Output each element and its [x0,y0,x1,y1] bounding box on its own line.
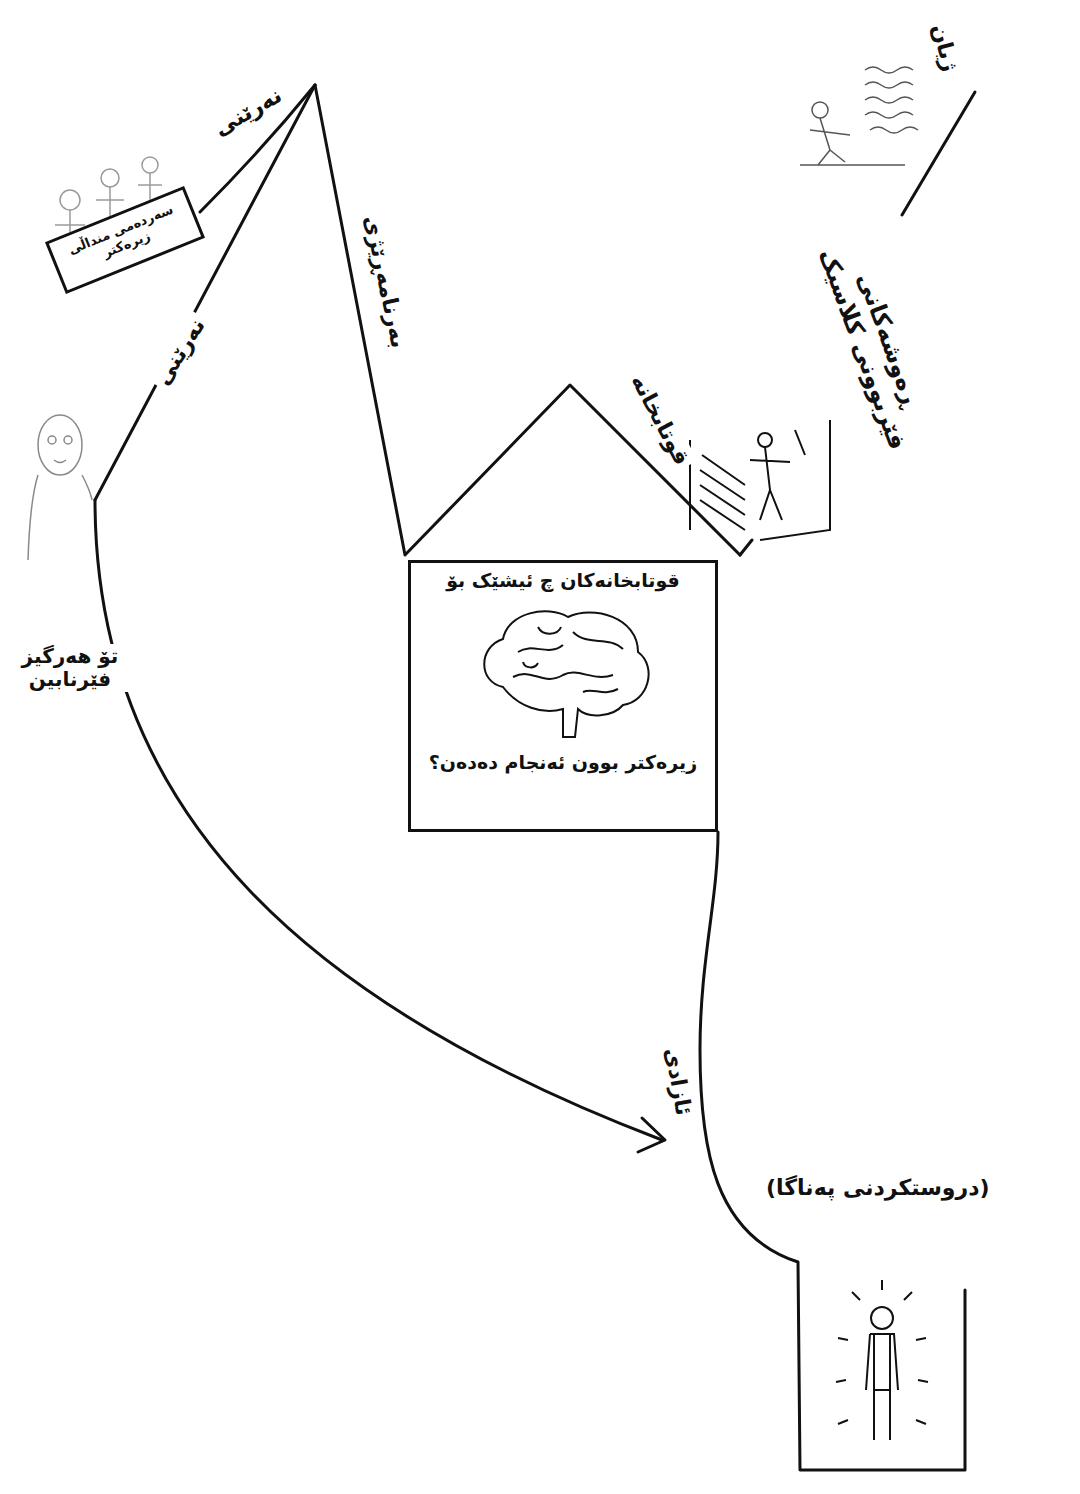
school-picture [690,420,830,540]
path-label: ئازادی [658,1042,698,1122]
question-box: قوتابخانەکان چ ئیشێک بۆ زیرەکتر بوون ئەنج… [408,560,718,832]
path-label: بەرنامەڕێژی [357,209,413,354]
path-label: قوتابخانە [623,366,697,473]
life-picture [800,67,918,165]
box-text: زیرەکتر بوون ئەنجام دەدەن؟ [419,751,707,775]
roof-path [315,85,740,555]
path-label: تۆ هەرگیز فێرنابین [1,644,139,692]
arrow-head [638,1118,665,1152]
box-text: قوتابخانەکان چ ئیشێک بۆ [419,569,707,593]
note-label: (دروستکردنی پەناگا) [762,1174,993,1201]
path-label: نەرێنی [206,79,290,144]
path-label: نەرێنی [147,310,213,394]
glowing-figure [836,1280,928,1440]
roof-end [740,540,752,555]
brain-outline [484,611,648,737]
path-label: ڕەوشەکانی فێربوونی کلاسیک [804,214,946,476]
lower-path [95,85,315,500]
box-text: سەردەمی منداڵی زیرەکتر [59,198,190,276]
brain-picture [463,597,663,747]
life-path [902,92,975,215]
face-sketch [28,415,92,560]
freedom-path [700,832,965,1470]
caption-box: سەردەمی منداڵی زیرەکتر [45,186,205,294]
picture-label: ژیان [925,17,966,78]
